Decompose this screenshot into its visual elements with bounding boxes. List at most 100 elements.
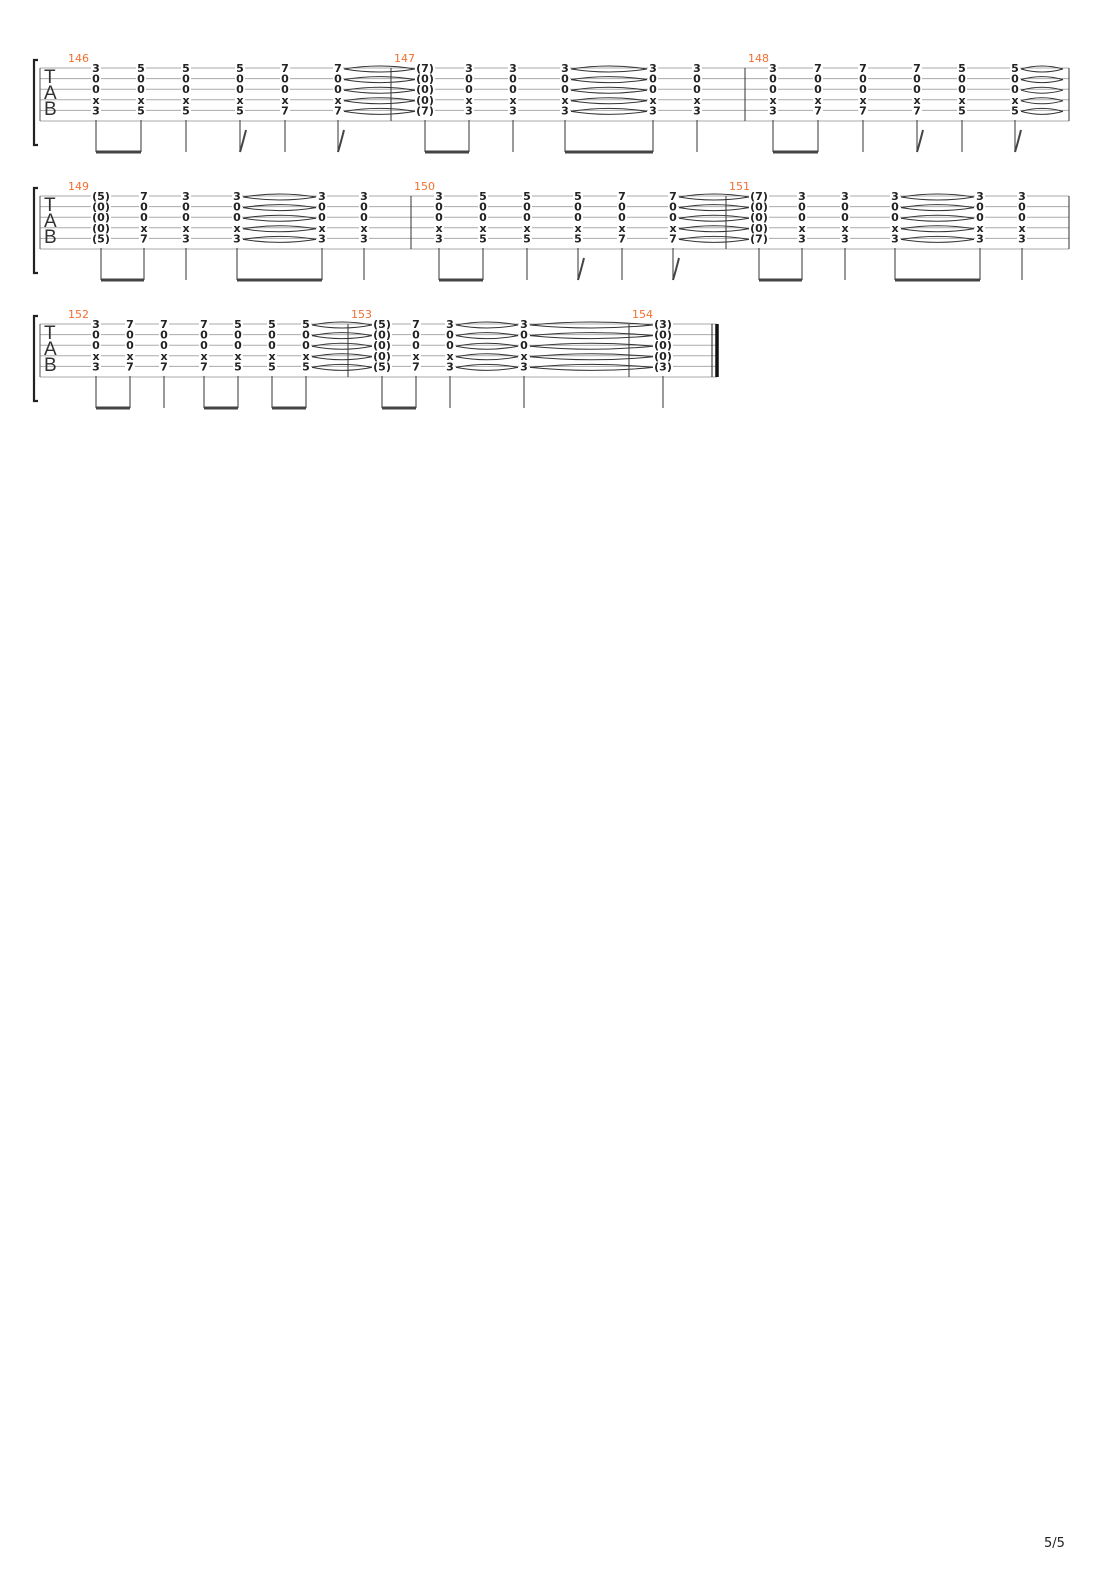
fret-number: x xyxy=(465,94,472,107)
fret-number: 0 xyxy=(302,339,310,352)
fret-number: 0 xyxy=(92,83,100,96)
fret-number: 3 xyxy=(1018,190,1026,203)
fret-number: 0 xyxy=(160,339,168,352)
fret-bg xyxy=(573,233,583,244)
tie-arc xyxy=(343,97,416,102)
fret-bg xyxy=(617,201,627,212)
fret-number: (0) xyxy=(373,339,391,352)
fret-bg xyxy=(957,105,967,116)
fret-bg xyxy=(1017,222,1027,233)
tie-arc xyxy=(529,363,654,368)
tab-clef-letter: A xyxy=(44,83,57,104)
tie-arc xyxy=(455,353,519,358)
fret-bg xyxy=(975,201,985,212)
fret-bg xyxy=(1010,73,1020,84)
fret-bg xyxy=(181,233,191,244)
tie-arc xyxy=(570,107,648,112)
fret-number: 0 xyxy=(520,329,528,342)
fret-bg xyxy=(749,201,769,212)
fret-number: 5 xyxy=(302,318,310,331)
tie-arc xyxy=(1020,89,1064,94)
fret-bg xyxy=(858,73,868,84)
tab-clef-letter: T xyxy=(44,323,56,344)
fret-bg xyxy=(181,212,191,223)
fret-number: x xyxy=(618,222,625,235)
fret-bg xyxy=(434,201,444,212)
fret-bg xyxy=(233,319,243,329)
fret-number: 7 xyxy=(126,318,134,331)
tie-arc xyxy=(311,324,373,329)
fret-number: 7 xyxy=(140,232,148,245)
fret-number: 0 xyxy=(465,83,473,96)
tie-arc xyxy=(678,204,750,209)
fret-number: 0 xyxy=(1018,211,1026,224)
fret-bg xyxy=(372,361,392,372)
fret-number: 0 xyxy=(318,201,326,214)
fret-number: 5 xyxy=(479,190,487,203)
measure-number: 147 xyxy=(394,52,415,65)
fret-bg xyxy=(317,233,327,244)
fret-number: (3) xyxy=(654,318,672,331)
fret-number: (5) xyxy=(92,232,110,245)
measure-number: 153 xyxy=(351,308,372,321)
fret-bg xyxy=(1010,94,1020,105)
fret-bg xyxy=(648,63,658,73)
fret-bg xyxy=(797,222,807,233)
fret-bg xyxy=(464,84,474,95)
tie-arc xyxy=(343,110,416,115)
fret-number: 3 xyxy=(465,62,473,75)
measure-number: 146 xyxy=(68,52,89,65)
fret-bg xyxy=(280,63,290,73)
fret-bg xyxy=(301,319,311,329)
fret-number: 3 xyxy=(841,232,849,245)
fret-number: 0 xyxy=(281,83,289,96)
fret-number: 0 xyxy=(137,83,145,96)
tie-arc xyxy=(455,332,519,337)
fret-number: 0 xyxy=(302,329,310,342)
fret-bg xyxy=(957,94,967,105)
fret-number: x xyxy=(92,350,99,363)
tie-arc xyxy=(343,65,416,70)
tie-arc xyxy=(678,214,750,219)
fret-bg xyxy=(749,233,769,244)
fret-number: x xyxy=(92,94,99,107)
measure-number: 154 xyxy=(632,308,653,321)
fret-bg xyxy=(975,233,985,244)
fret-number: x xyxy=(234,350,241,363)
fret-number: 5 xyxy=(137,62,145,75)
fret-bg xyxy=(508,84,518,95)
fret-bg xyxy=(522,233,532,244)
fret-number: x xyxy=(574,222,581,235)
fret-number: 5 xyxy=(182,104,190,117)
fret-bg xyxy=(617,233,627,244)
fret-bg xyxy=(159,361,169,372)
fret-bg xyxy=(280,94,290,105)
fret-bg xyxy=(415,63,435,73)
fret-bg xyxy=(890,212,900,223)
fret-number: 0 xyxy=(976,201,984,214)
fret-bg xyxy=(434,222,444,233)
fret-bg xyxy=(181,105,191,116)
fret-bg xyxy=(668,212,678,223)
fret-number: 3 xyxy=(465,104,473,117)
tie-arc xyxy=(678,235,750,240)
fret-number: 5 xyxy=(958,62,966,75)
tie-arc xyxy=(529,366,654,371)
fret-number: 3 xyxy=(520,318,528,331)
fret-number: x xyxy=(412,350,419,363)
tie-arc xyxy=(455,363,519,368)
fret-bg xyxy=(464,73,474,84)
fret-bg xyxy=(692,84,702,95)
fret-number: x xyxy=(182,222,189,235)
fret-bg xyxy=(617,191,627,201)
tab-clef-letter: A xyxy=(44,211,57,232)
fret-number: 0 xyxy=(200,329,208,342)
fret-number: 5 xyxy=(479,232,487,245)
fret-bg xyxy=(478,201,488,212)
fret-number: (5) xyxy=(92,190,110,203)
fret-number: 3 xyxy=(92,318,100,331)
fret-number: 0 xyxy=(182,73,190,86)
fret-number: (0) xyxy=(750,201,768,214)
fret-number: 0 xyxy=(913,83,921,96)
fret-bg xyxy=(522,222,532,233)
